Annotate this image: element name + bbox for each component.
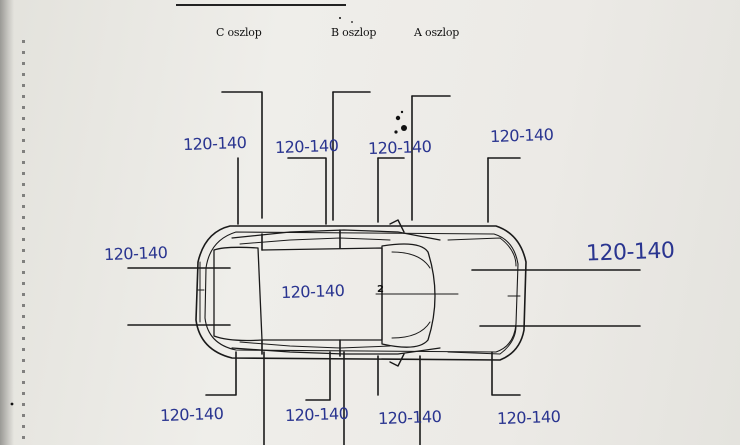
measure-top-a: 120-140	[367, 136, 432, 159]
label-b-pillar: B oszlop	[331, 26, 377, 39]
measure-bottom-a: 120-140	[377, 406, 442, 429]
page-edge-shadow	[0, 0, 14, 445]
ink-blots	[10, 17, 407, 406]
label-a-pillar: A oszlop	[414, 26, 460, 39]
header-rule	[176, 4, 346, 6]
leader-lines-side	[127, 267, 641, 327]
leader-lines-bottom	[205, 351, 521, 445]
measure-bottom-c: 120-140	[159, 403, 224, 426]
measure-bottom-front: 120-140	[496, 406, 561, 429]
measure-rear: 120-140	[103, 242, 168, 265]
leader-lines-top	[221, 91, 521, 225]
measure-roof: 120-140	[280, 280, 345, 303]
car-outline	[195, 219, 527, 367]
measure-top-c: 120-140	[182, 132, 247, 155]
measure-top-front: 120-140	[489, 124, 554, 147]
label-c-pillar: C oszlop	[216, 26, 262, 39]
perforation-dots	[22, 40, 25, 440]
measure-top-b: 120-140	[274, 135, 339, 158]
measure-front: 120-140	[585, 238, 675, 267]
measure-bottom-b: 120-140	[284, 403, 349, 426]
roof-marker: 2	[377, 284, 384, 295]
